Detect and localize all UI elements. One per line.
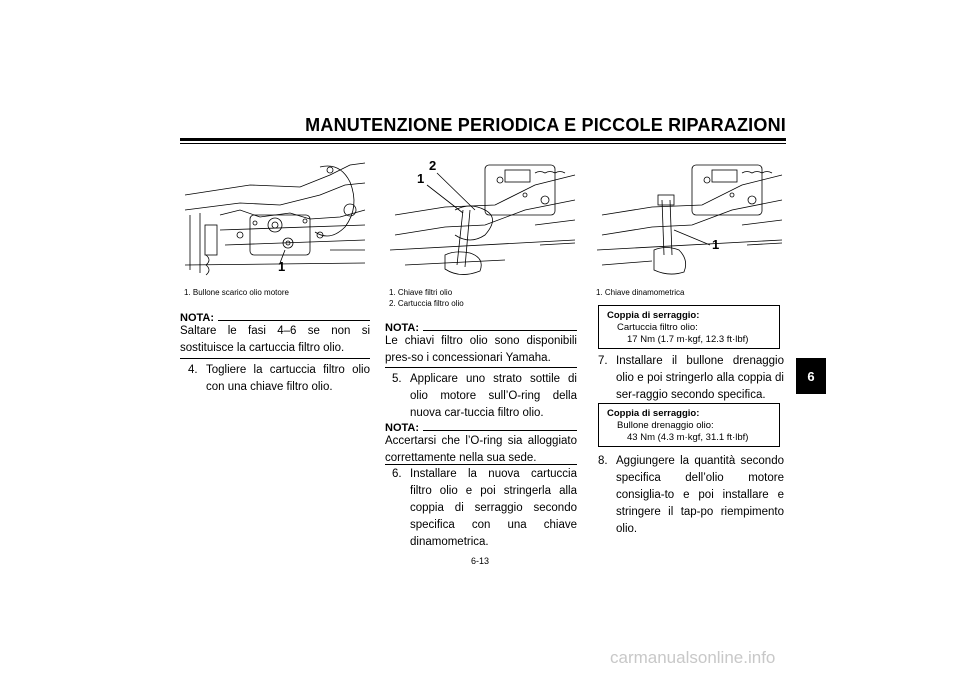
step-number: 7.: [598, 355, 608, 367]
nota-divider: [385, 367, 577, 368]
step-text: Aggiungere la quantità secondo specifica…: [616, 455, 784, 535]
filter-wrench-drawing: [389, 164, 576, 275]
page-number: 6-13: [470, 556, 489, 566]
step-text: Installare il bullone drenaggio olio e p…: [616, 355, 784, 401]
figure-torque-wrench: 1: [592, 155, 787, 280]
figure-callout-1: 1: [278, 259, 286, 274]
figure-oil-drain-bolt: 1: [180, 155, 370, 280]
nota-divider: [385, 464, 577, 465]
nota-divider: [180, 358, 370, 359]
chapter-tab: 6: [796, 358, 826, 394]
figure-caption-1: 1. Chiave filtri olio: [389, 288, 453, 297]
step-6: 6. Installare la nuova cartuccia filtro …: [392, 466, 577, 551]
engine-drawing: [184, 162, 366, 276]
step-5: 5. Applicare uno strato sottile di olio …: [392, 371, 577, 422]
nota-text: Saltare le fasi 4–6 se non si sostituisc…: [180, 325, 370, 354]
step-number: 5.: [392, 373, 402, 385]
step-8: 8. Aggiungere la quantità secondo specif…: [598, 453, 784, 538]
step-4: 4. Togliere la cartuccia filtro olio con…: [188, 362, 370, 396]
figure-callout-1: 1: [417, 171, 425, 186]
nota-label-text: NOTA:: [385, 322, 420, 334]
nota-text: Accertarsi che l’O-ring sia alloggiato c…: [385, 435, 577, 464]
header-rule: [180, 138, 786, 141]
figure-callout-2: 2: [429, 158, 437, 173]
figure-caption: 1. Bullone scarico olio motore: [184, 288, 289, 297]
nota-label: NOTA:: [385, 322, 577, 334]
watermark: carmanualsonline.info: [610, 648, 776, 667]
figure-caption: 1. Chiave dinamometrica: [596, 288, 685, 297]
step-number: 6.: [392, 468, 402, 480]
nota-label: NOTA:: [385, 422, 577, 434]
figure-caption-2: 2. Cartuccia filtro olio: [389, 299, 464, 308]
spec-item: Cartuccia filtro olio:: [617, 322, 698, 333]
nota-label-text: NOTA:: [385, 422, 420, 434]
step-text: Installare la nuova cartuccia filtro oli…: [410, 468, 577, 548]
spec-value: 43 Nm (4.3 m·kgf, 31.1 ft·lbf): [627, 432, 749, 443]
spec-title: Coppia di serraggio:: [607, 408, 700, 419]
spec-value: 17 Nm (1.7 m·kgf, 12.3 ft·lbf): [627, 334, 749, 345]
torque-spec-box-2: Coppia di serraggio: Bullone drenaggio o…: [598, 403, 780, 447]
header-rule-thin: [180, 143, 786, 144]
nota-label: NOTA:: [180, 312, 370, 324]
spec-title: Coppia di serraggio:: [607, 310, 700, 321]
step-number: 8.: [598, 455, 608, 467]
torque-wrench-drawing: [596, 164, 783, 275]
figure-oil-filter-wrench: 2 1: [385, 155, 580, 280]
spec-item: Bullone drenaggio olio:: [617, 420, 714, 431]
page-title: MANUTENZIONE PERIODICA E PICCOLE RIPARAZ…: [305, 115, 786, 135]
nota-text: Le chiavi filtro olio sono disponibili p…: [385, 335, 577, 364]
torque-spec-box-1: Coppia di serraggio: Cartuccia filtro ol…: [598, 305, 780, 349]
step-text: Togliere la cartuccia filtro olio con un…: [206, 364, 370, 393]
step-text: Applicare uno strato sottile di olio mot…: [410, 373, 577, 419]
nota-label-text: NOTA:: [180, 312, 215, 324]
figure-callout-1: 1: [712, 237, 720, 252]
step-7: 7. Installare il bullone drenaggio olio …: [598, 353, 784, 404]
step-number: 4.: [188, 364, 198, 376]
